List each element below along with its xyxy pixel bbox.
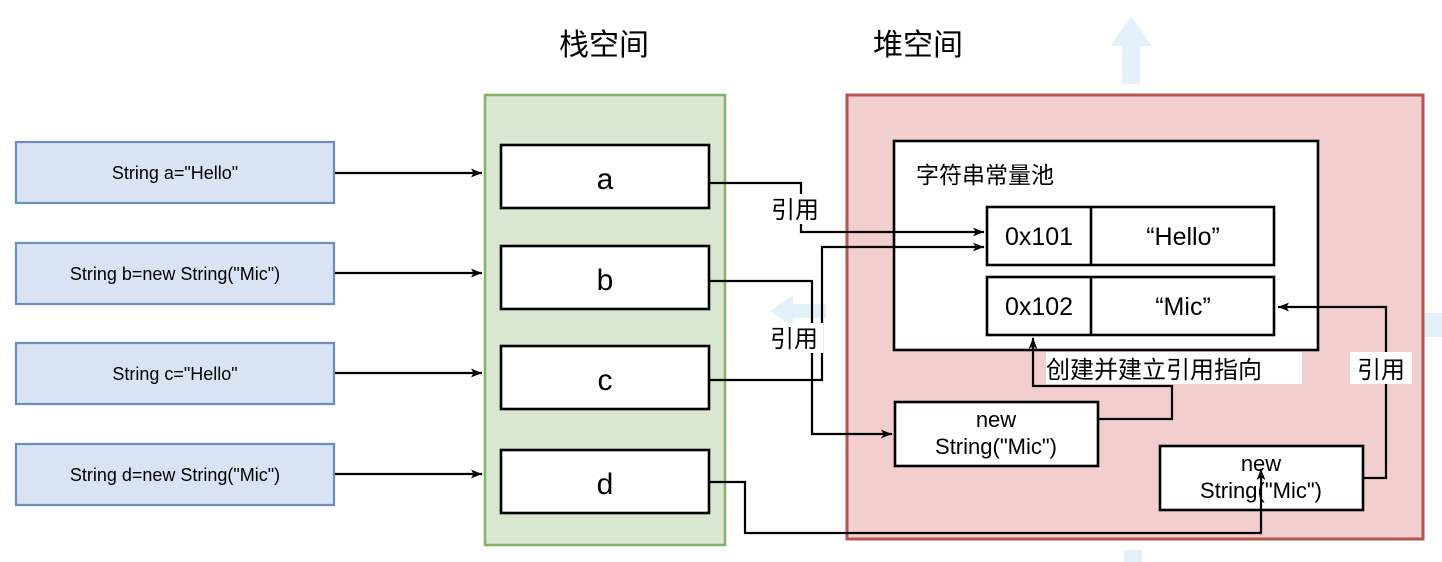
small-square-watermark-icon [1124, 550, 1142, 562]
annotation-ref-a: 引用 [766, 194, 824, 224]
heap-region-title: 堆空间 [873, 29, 963, 62]
string-pool-title: 字符串常量池 [916, 162, 1054, 188]
annotation-ref-right-label: 引用 [1357, 357, 1405, 384]
code-box-b[interactable]: String b=new String("Mic") [14, 241, 336, 306]
stack-slot-d-label: d [597, 468, 614, 501]
pool-row-0x101-value: “Hello” [1146, 223, 1220, 251]
heap-object-1-line1: new [976, 407, 1016, 432]
stack-slot-b[interactable]: b [499, 244, 711, 311]
annotation-ref-a-label: 引用 [771, 197, 819, 224]
code-box-c-label: String c="Hello" [112, 364, 237, 384]
heap-object-new-string-1[interactable]: new String("Mic") [893, 400, 1100, 468]
code-box-d-label: String d=new String("Mic") [70, 465, 280, 485]
stack-slot-c[interactable]: c [499, 344, 711, 411]
left-arrow-watermark-icon [770, 295, 826, 327]
annotation-ref-right: 引用 [1350, 352, 1412, 384]
annotation-create-and-link-label: 创建并建立引用指向 [1046, 357, 1262, 384]
stack-region-title: 栈空间 [559, 29, 649, 62]
connector-d-to-heap-object-2 [707, 468, 1266, 535]
code-box-d[interactable]: String d=new String("Mic") [14, 442, 336, 507]
annotation-create-and-link: 创建并建立引用指向 [1046, 352, 1302, 384]
pool-row-0x102-value: “Mic” [1155, 293, 1211, 321]
annotation-ref-c-label: 引用 [770, 326, 818, 353]
pool-row-0x102[interactable]: 0x102 “Mic” [985, 275, 1276, 337]
stack-slot-a-label: a [597, 163, 614, 196]
pool-row-0x101[interactable]: 0x101 “Hello” [985, 205, 1276, 267]
connector-c-to-pool-0x101 [707, 242, 985, 382]
annotation-ref-c: 引用 [765, 323, 823, 353]
up-arrow-watermark-icon [1110, 16, 1152, 84]
stack-slot-b-label: b [597, 264, 614, 297]
code-box-b-label: String b=new String("Mic") [70, 264, 280, 284]
heap-object-1-line2: String("Mic") [935, 434, 1057, 459]
stack-slot-c-label: c [598, 364, 613, 397]
stack-slot-d[interactable]: d [499, 448, 711, 515]
pool-row-0x101-address: 0x101 [1005, 223, 1073, 251]
stack-slot-a[interactable]: a [499, 143, 711, 210]
connector-b-to-heap-object-1 [707, 279, 893, 439]
code-box-c[interactable]: String c="Hello" [14, 341, 336, 406]
code-box-a[interactable]: String a="Hello" [14, 140, 336, 205]
pool-row-0x102-address: 0x102 [1005, 293, 1073, 321]
connector-heap-object-2-to-pool-0x102 [1277, 302, 1388, 480]
connector-heap-object-1-to-pool-0x102 [1028, 337, 1174, 421]
code-box-a-label: String a="Hello" [112, 163, 238, 183]
